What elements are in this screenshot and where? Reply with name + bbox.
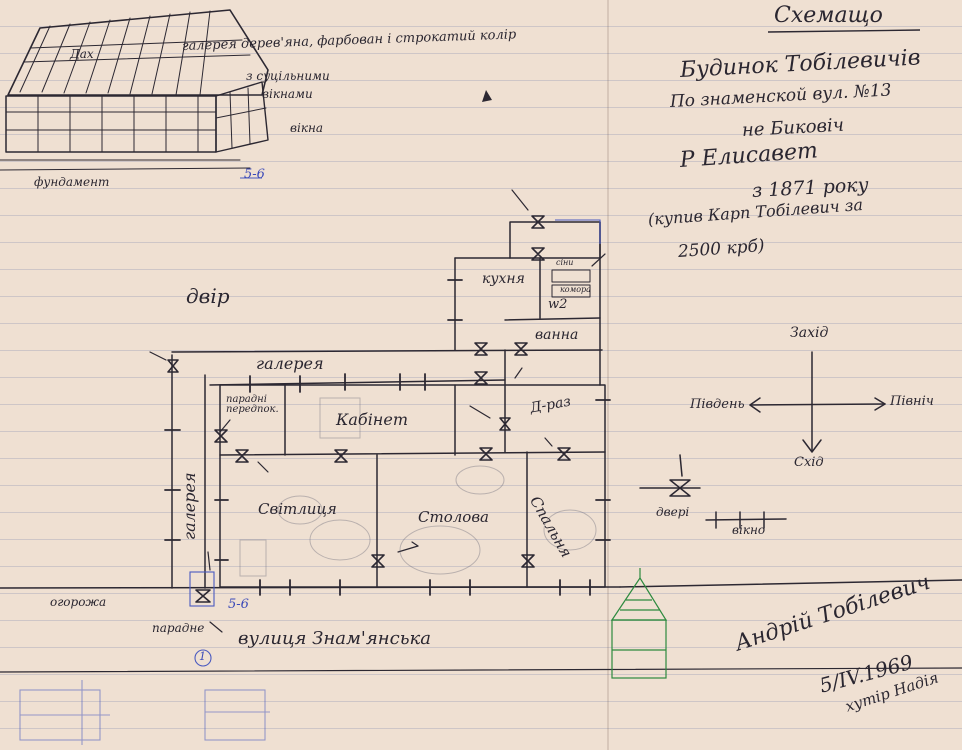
entrance-label: парадне [152, 621, 205, 635]
ink-blot [482, 90, 492, 102]
compass-rose [749, 351, 886, 453]
small-label-1: сіни [556, 258, 574, 267]
scheme-label: Схемащо [774, 3, 883, 28]
blue-marks [19, 177, 601, 745]
house-sketch [0, 9, 269, 171]
gallery-left-label: галерея [180, 472, 199, 540]
compass-south-label: Схід [794, 455, 824, 470]
roof-label: Дах [70, 47, 94, 61]
living-room-label: Світлиця [258, 500, 337, 518]
compass-west-label: Південь [690, 397, 745, 412]
yard-label: двір [186, 284, 230, 308]
legend-window-label: вікно [732, 523, 766, 537]
paper-fold [607, 0, 609, 750]
floor-plan [0, 189, 962, 673]
circle-number: 1 [199, 650, 206, 663]
pencil-furniture [239, 397, 597, 577]
columns-note-2: вікнами [262, 87, 313, 101]
gallery-top-label: галерея [256, 354, 324, 373]
pantry-label: w2 [548, 297, 568, 312]
fence-label: огорожа [50, 595, 107, 609]
sketch-scale-mark: 5-6 [244, 167, 265, 182]
cabinet-label: Кабінет [336, 410, 408, 429]
compass-east-label: Північ [890, 394, 934, 409]
street-label: вулиця Знам'янська [238, 628, 431, 649]
legend-symbols [639, 454, 787, 529]
plan-scale-mark: 5-6 [228, 597, 249, 612]
front-room-label: парадні передпок. [226, 394, 279, 415]
window-note: вікна [290, 121, 324, 135]
bath-label: ванна [535, 327, 579, 343]
dining-room-label: Столова [418, 508, 489, 526]
legend-door-label: двері [656, 505, 690, 519]
small-label-2: комора [560, 285, 591, 294]
foundation-label: фундамент [34, 175, 110, 189]
green-sketch [610, 568, 668, 679]
kitchen-label: кухня [482, 271, 525, 287]
columns-note-1: з суцільними [246, 69, 330, 83]
compass-north-label: Захід [790, 325, 829, 341]
